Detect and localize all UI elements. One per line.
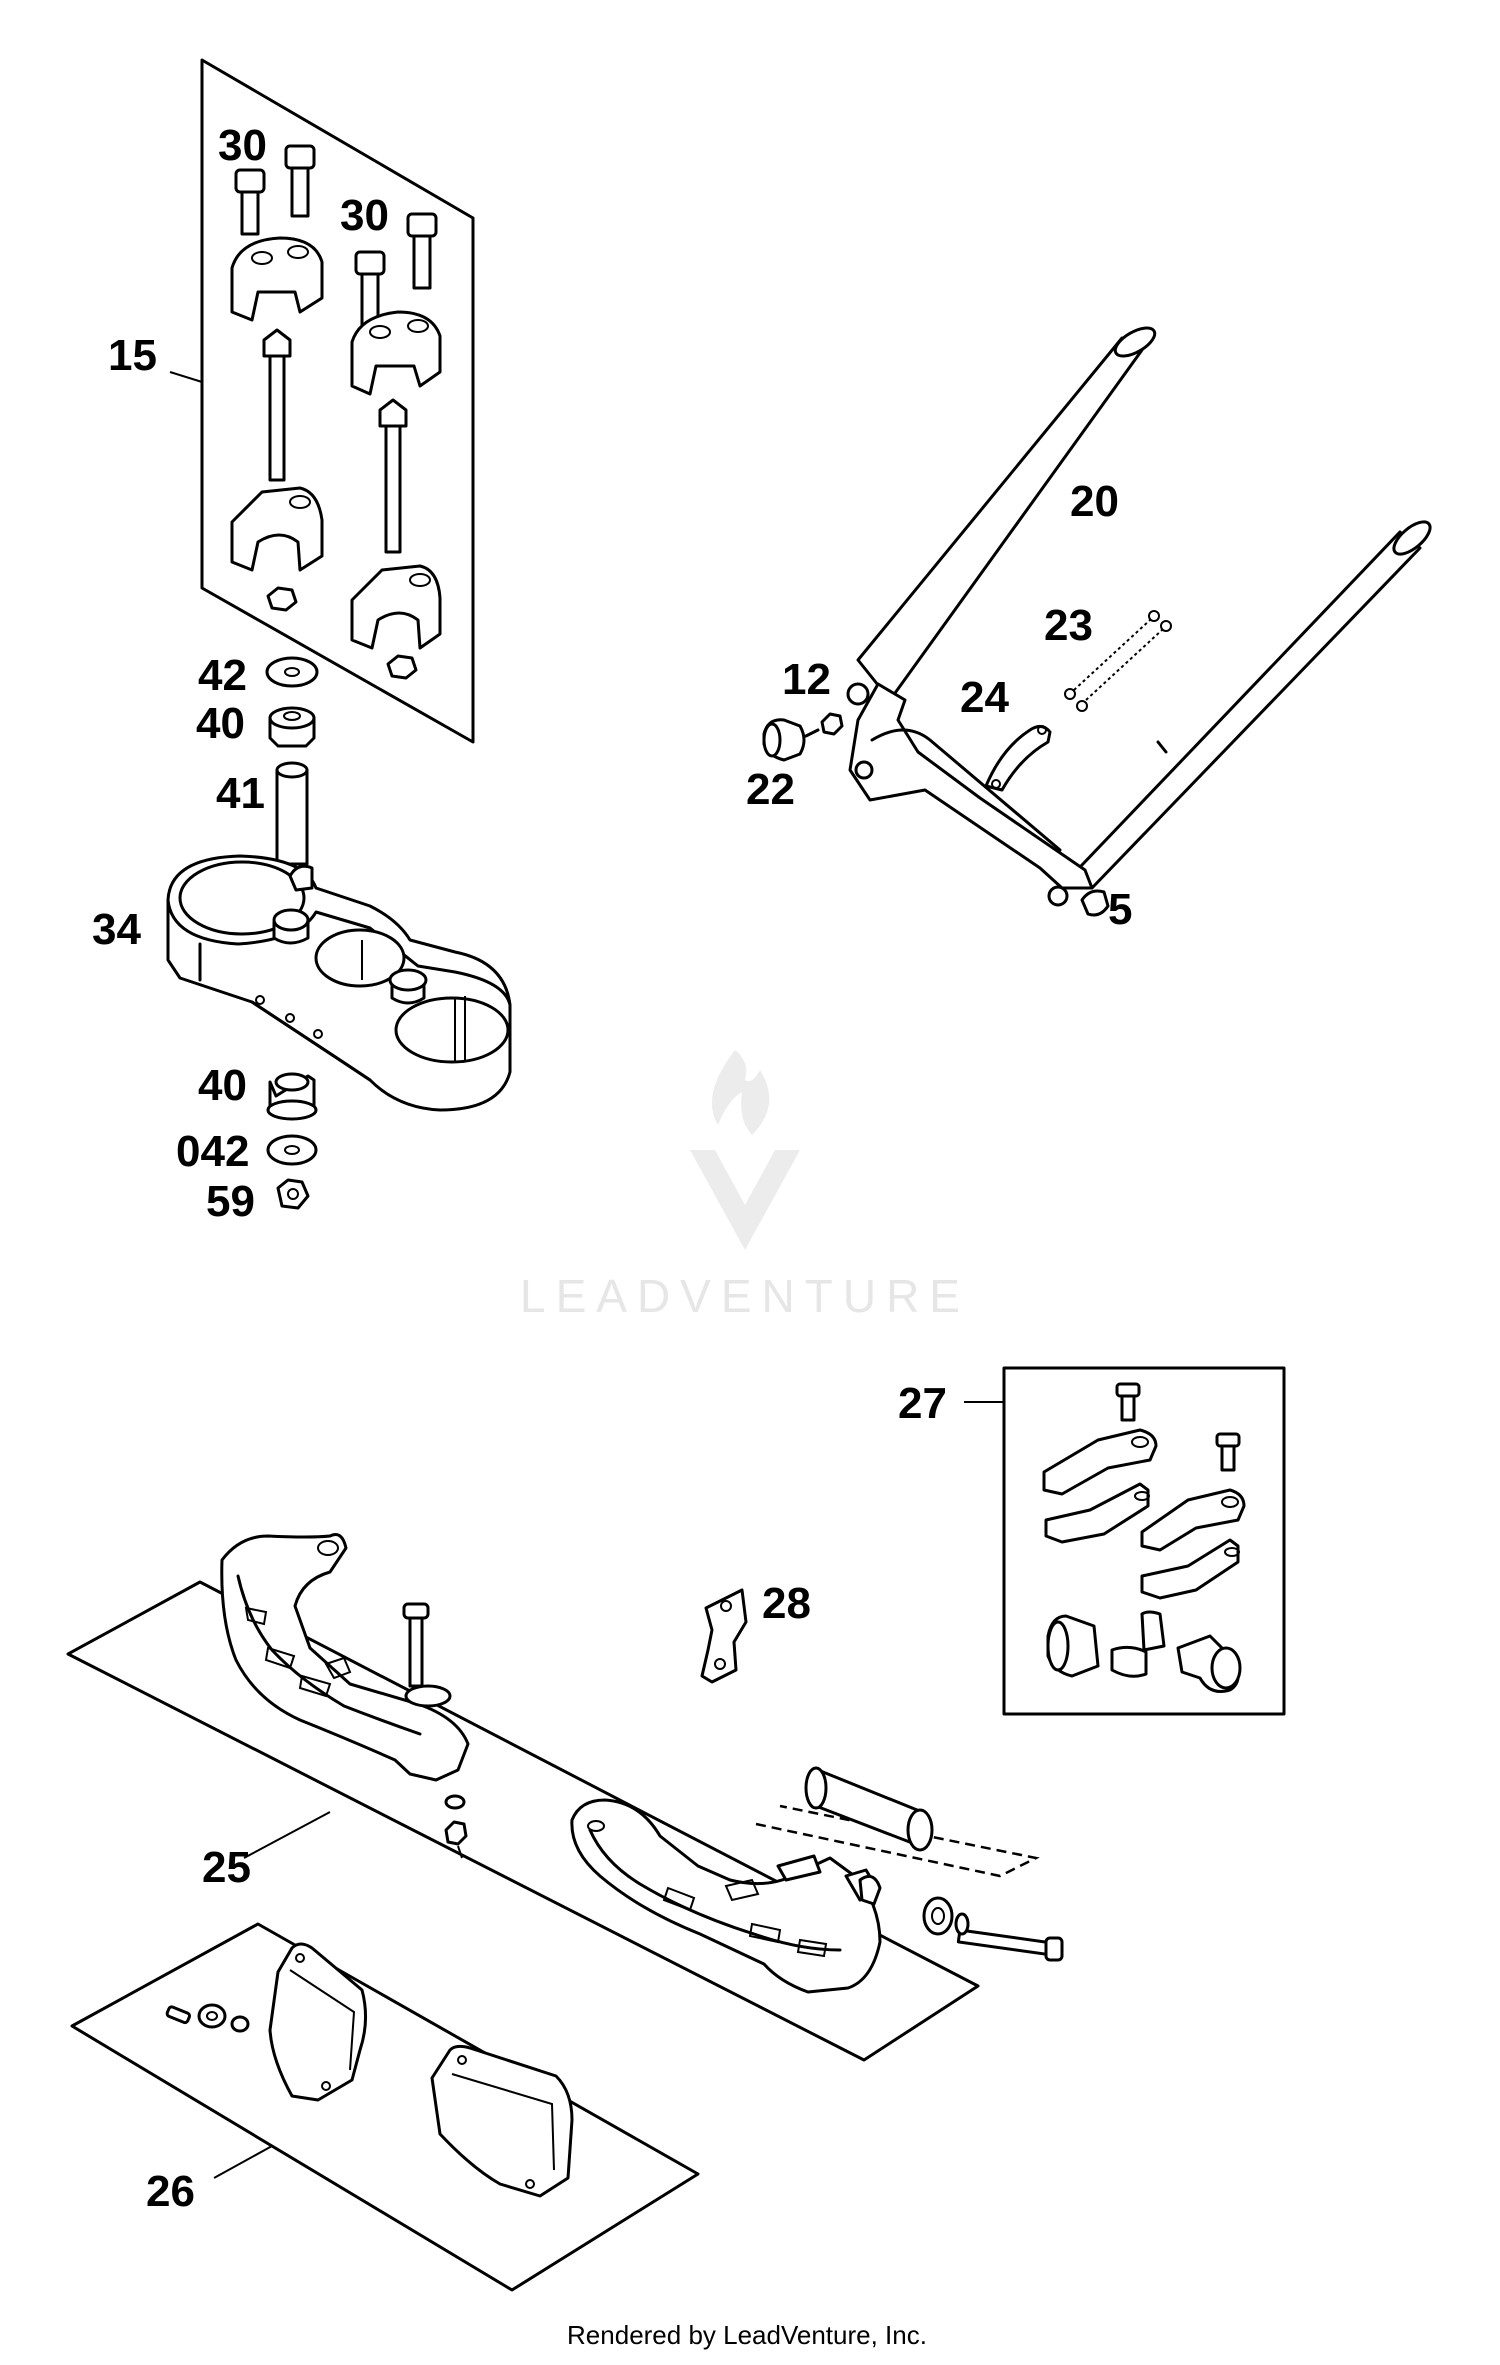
rubber-bushing-40-upper [268,706,316,748]
rubber-bushing-40-lower [266,1072,318,1121]
rubber-cap-22 [762,718,820,762]
callout-40-lower: 40 [198,1061,247,1110]
sleeve-41 [275,761,309,866]
handguard-kit-panel-25 [66,1533,1064,2062]
callout-41: 41 [216,769,265,818]
render-credit-footer: Rendered by LeadVenture, Inc. [567,2320,927,2350]
side-stand-20 [846,326,1432,907]
callout-26: 26 [146,2167,195,2216]
callout-30-upper-left: 30 [218,121,267,170]
callout-22: 22 [746,765,795,814]
spring-bracket-24 [984,725,1052,792]
watermark-text: LEADVENTURE [520,1270,970,1322]
callout-23: 23 [1044,601,1093,650]
return-springs-23 [1064,610,1172,712]
callout-40-upper: 40 [196,699,245,748]
washer-042 [266,1134,318,1166]
callout-20: 20 [1070,477,1119,526]
handlebar-clamp-kit-panel [200,58,475,744]
callout-59: 59 [206,1177,255,1226]
callout-28: 28 [762,1579,811,1628]
callout-27: 27 [898,1379,947,1428]
callout-30-upper-right: 30 [340,191,389,240]
callout-25: 25 [202,1843,251,1892]
spoiler-kit-panel-26 [70,1922,700,2292]
rubber-buffer-5 [1080,889,1110,917]
callout-042: 042 [176,1127,249,1176]
callout-labels: 30 30 15 42 40 41 34 40 042 59 20 23 12 … [92,121,1132,2216]
callout-24: 24 [960,673,1009,722]
callout-15: 15 [108,331,157,380]
leadventure-watermark-logo [690,1050,800,1250]
bar-clamp-kit-panel-27 [1002,1366,1286,1716]
callout-5: 5 [1108,885,1132,934]
washer-42 [265,656,319,688]
mounting-bracket-28 [700,1588,748,1684]
callout-12: 12 [782,655,831,704]
callout-34: 34 [92,905,141,954]
callout-42: 42 [198,651,247,700]
triple-clamp-34 [166,854,512,1112]
nut-12 [820,712,844,736]
nut-59 [276,1178,310,1210]
